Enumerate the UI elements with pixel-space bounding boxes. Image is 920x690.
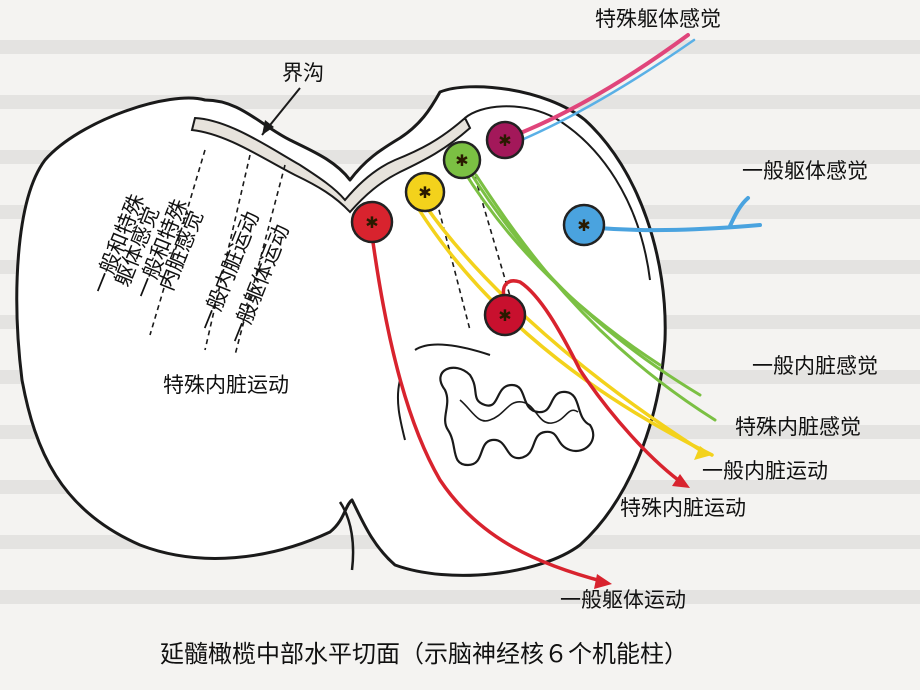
dashed-line-2 [204, 154, 251, 351]
nucleus-special-somatic-sensory: ✱ [485, 120, 525, 160]
fiber-special-somatic-sensory-blue [510, 38, 696, 146]
fiber-general-visceral-motor-1 [423, 203, 702, 452]
nucleus-general-somatic-motor: ✱ [350, 200, 394, 244]
label-general-somatic-motor: 一般躯体运动 [560, 588, 686, 612]
fiber-special-somatic-sensory-pink [506, 33, 690, 140]
nucleus-general-somatic-sensory: ✱ [562, 203, 606, 247]
svg-text:✱: ✱ [577, 216, 590, 235]
svg-text:✱: ✱ [365, 213, 378, 232]
accessory-olive [414, 343, 491, 356]
ventral-fissure [338, 501, 355, 571]
figure-caption: 延髓橄榄中部水平切面（示脑神经核６个机能柱） [160, 640, 688, 668]
fiber-general-somatic-motor-arrow [594, 574, 612, 589]
label-general-visceral-motor: 一般内脏运动 [702, 459, 828, 483]
label-sulcus: 界沟 [282, 61, 324, 85]
fiber-general-visceral-motor-2 [416, 206, 714, 457]
nucleus-visceral-sensory: ✱ [442, 140, 482, 180]
fiber-general-visceral-motor-arrow [694, 446, 712, 460]
label-special-somatic-sensory: 特殊躯体感觉 [595, 7, 721, 31]
fiber-general-somatic-sensory [596, 196, 762, 233]
ventricle-floor [190, 116, 472, 214]
olive-inner [459, 399, 579, 424]
label-left-bottom: 特殊内脏运动 [163, 373, 289, 397]
dashed-line-3 [234, 164, 286, 356]
svg-text:✱: ✱ [418, 183, 431, 202]
fiber-special-visceral-motor-arrow [672, 474, 690, 488]
svg-text:✱: ✱ [455, 151, 468, 170]
svg-text:✱: ✱ [498, 306, 511, 325]
nucleus-special-visceral-motor: ✱ [483, 293, 527, 337]
fiber-general-visceral-sensory-1 [460, 166, 662, 367]
label-special-visceral-motor: 特殊内脏运动 [620, 496, 746, 520]
fiber-general-visceral-sensory-3 [474, 173, 717, 422]
label-general-visceral-sensory: 一般内脏感觉 [752, 354, 878, 378]
label-general-somatic-sensory: 一般躯体感觉 [742, 159, 868, 183]
fiber-general-somatic-motor [370, 233, 607, 584]
svg-text:✱: ✱ [498, 131, 511, 150]
nucleus-general-visceral-motor: ✱ [404, 171, 446, 213]
dorsal-wall [464, 105, 651, 281]
sulcus-arrowhead [262, 120, 274, 135]
fiber-special-visceral-motor [501, 279, 687, 487]
inferior-olive [439, 366, 595, 467]
accessory-olive-2 [396, 379, 406, 441]
medulla-outline [15, 85, 667, 577]
label-special-visceral-sensory: 特殊内脏感觉 [735, 415, 861, 439]
